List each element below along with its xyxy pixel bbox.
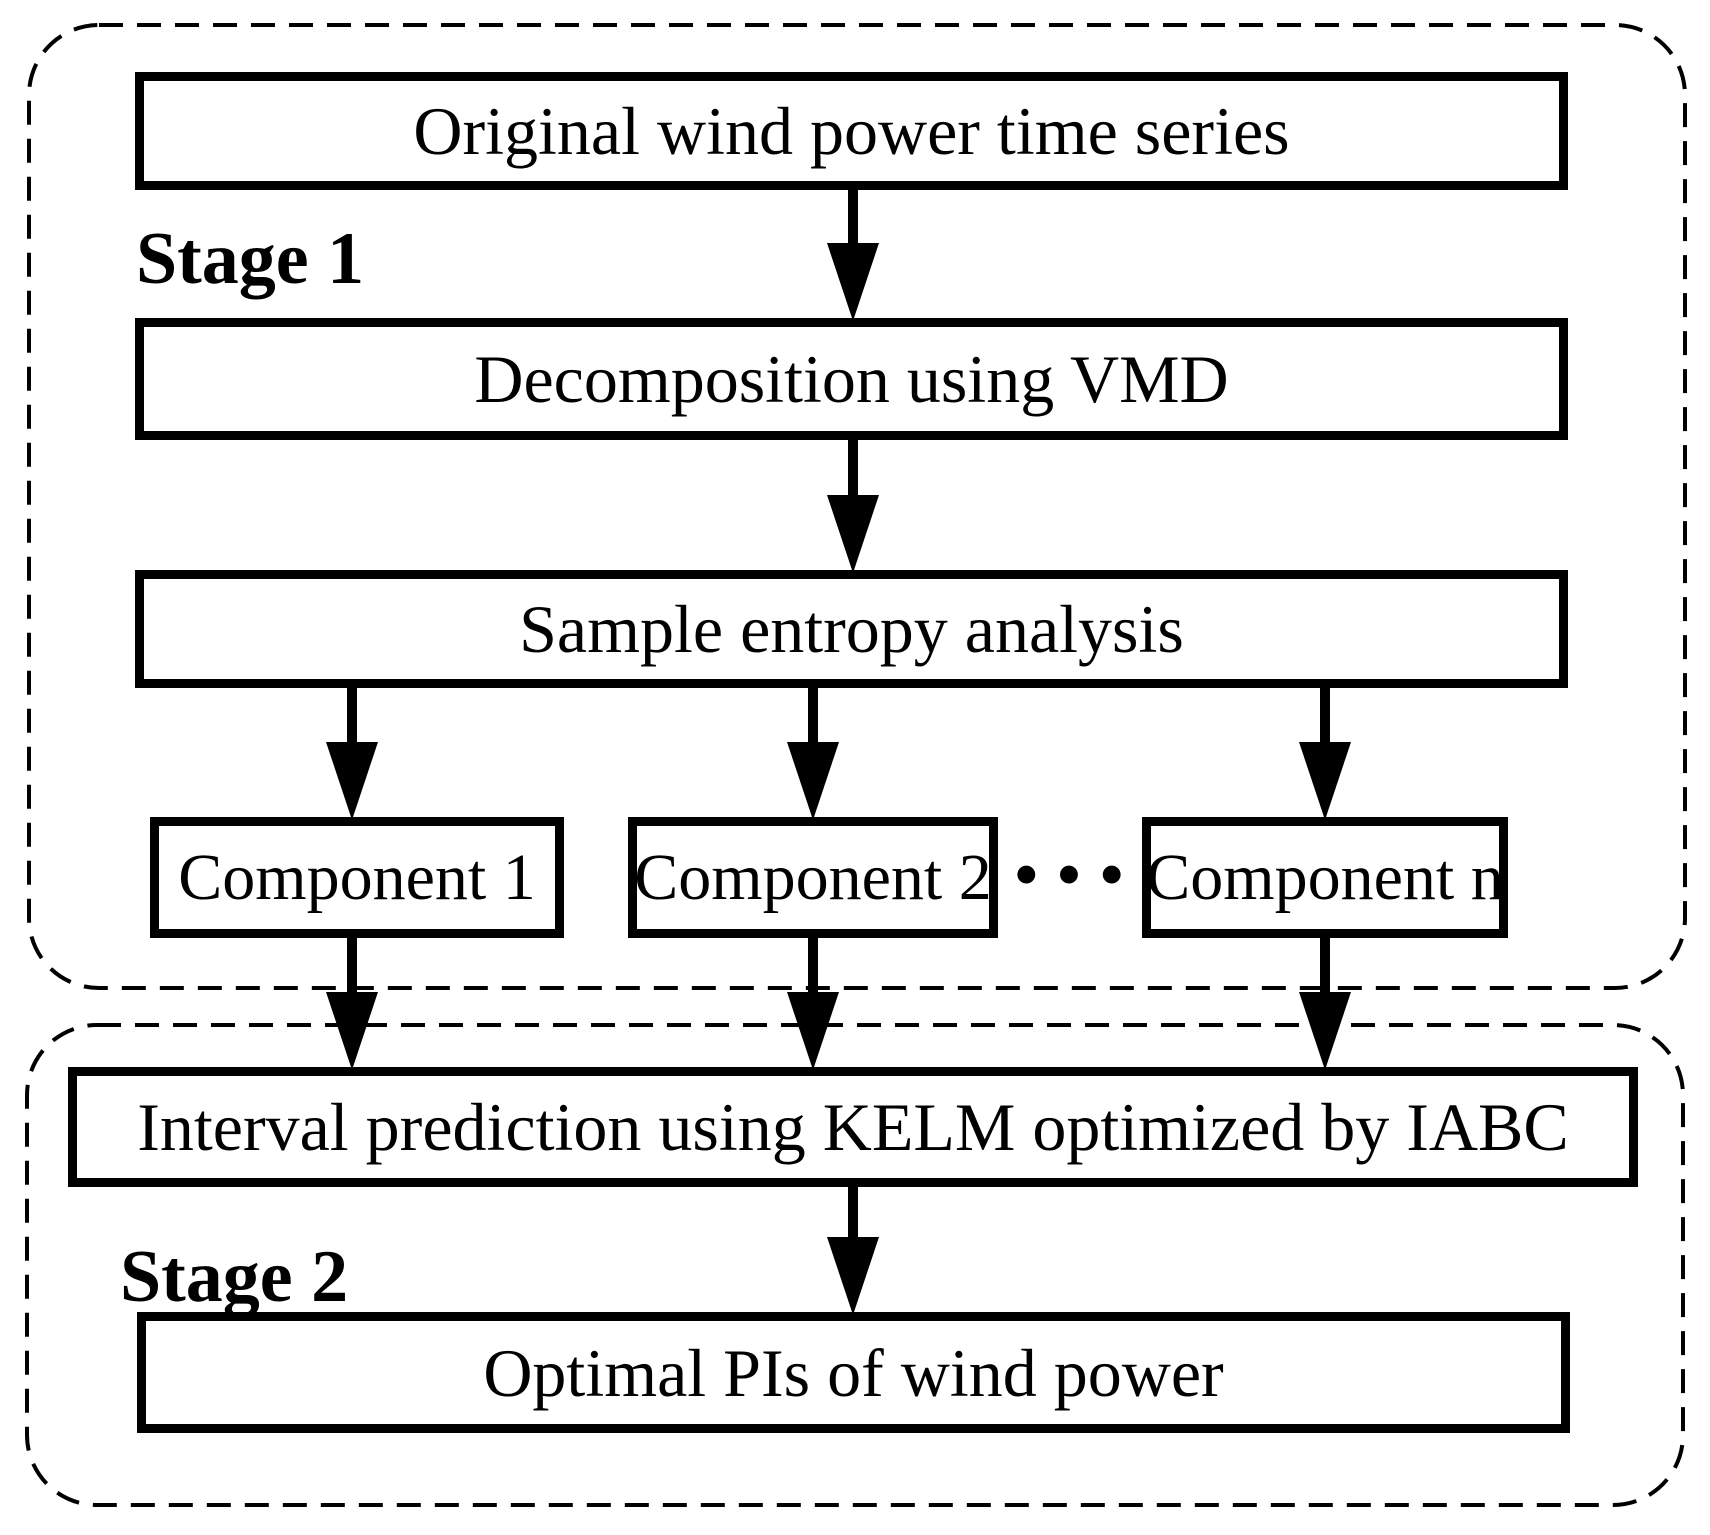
arrow-shaft [1320,686,1330,742]
node-optimal-pis: Optimal PIs of wind power [137,1312,1570,1433]
node-vmd-decomposition-label: Decomposition using VMD [474,341,1229,417]
arrow-entropy-to-component1 [326,686,378,820]
arrow-entropy-to-component2 [787,686,839,820]
node-component-2-label: Component 2 [634,840,992,914]
node-vmd-decomposition: Decomposition using VMD [135,318,1568,440]
node-interval-prediction-label: Interval prediction using KELM optimized… [137,1089,1569,1165]
node-component-n-label: Component n [1146,840,1504,914]
node-component-1-label: Component 1 [178,840,536,914]
node-component-2: Component 2 [628,817,998,938]
stage1-boundary [27,23,1687,990]
node-sample-entropy-label: Sample entropy analysis [519,591,1184,667]
arrow-shaft [808,936,818,992]
arrow-head-icon [827,1237,879,1315]
arrow-entropy-to-componentn [1299,686,1351,820]
arrow-head-icon [326,742,378,820]
node-optimal-pis-label: Optimal PIs of wind power [483,1334,1224,1411]
arrow-shaft [848,188,858,243]
arrow-shaft [347,936,357,992]
arrow-head-icon [787,992,839,1070]
node-component-n: Component n [1142,817,1508,938]
arrow-head-icon [1299,742,1351,820]
arrow-component1-to-kelm [326,936,378,1070]
arrow-head-icon [827,495,879,573]
arrow-original-to-vmd [827,188,879,321]
stage1-label: Stage 1 [136,218,365,300]
arrow-component2-to-kelm [787,936,839,1070]
components-ellipsis: ··· [1007,813,1137,935]
arrow-head-icon [326,992,378,1070]
arrow-vmd-to-entropy [827,438,879,573]
arrow-shaft [848,1185,858,1237]
node-original-series-label: Original wind power time series [413,93,1290,169]
node-sample-entropy: Sample entropy analysis [135,570,1568,688]
arrow-head-icon [787,742,839,820]
arrow-shaft [1320,936,1330,992]
arrow-componentn-to-kelm [1299,936,1351,1070]
node-interval-prediction: Interval prediction using KELM optimized… [68,1067,1638,1187]
stage2-label: Stage 2 [120,1236,349,1318]
arrow-head-icon [1299,992,1351,1070]
arrow-kelm-to-optimal [827,1185,879,1315]
arrow-head-icon [827,243,879,321]
node-original-series: Original wind power time series [135,72,1568,190]
node-component-1: Component 1 [150,817,564,938]
arrow-shaft [808,686,818,742]
stage2-boundary [25,1023,1685,1507]
arrow-shaft [347,686,357,742]
arrow-shaft [848,438,858,495]
